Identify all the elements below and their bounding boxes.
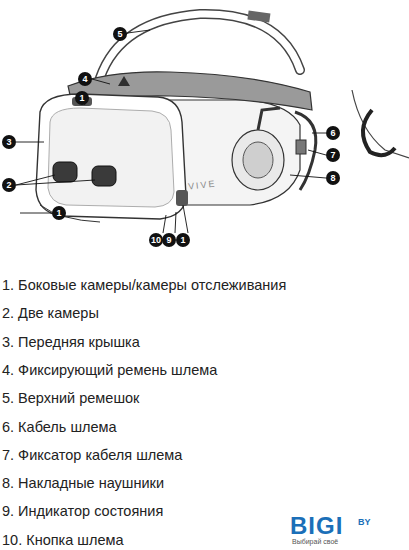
legend-item-text: 9. Индикатор состояния <box>2 502 163 520</box>
logo-tagline: Выбирай своё <box>292 538 338 545</box>
camera-left <box>53 162 77 182</box>
callout-number: 7 <box>326 148 340 162</box>
callout-number: 1 <box>176 233 190 247</box>
shell-edge <box>40 205 100 222</box>
cable-clip <box>296 140 306 154</box>
legend-item-text: 4. Фиксирующий ремень шлема <box>2 361 217 379</box>
legend-item-text: 2. Две камеры <box>2 304 99 322</box>
callout-number: 4 <box>78 72 92 86</box>
callout-number: 5 <box>113 27 127 41</box>
callout-number: 10 <box>149 233 163 247</box>
front-cover <box>48 108 174 207</box>
headphone <box>232 130 284 190</box>
inset-cable <box>363 110 395 155</box>
side-camera <box>176 190 188 206</box>
legend-item-text: 5. Верхний ремешок <box>2 389 139 407</box>
callout-number: 9 <box>162 233 176 247</box>
callout-number: 6 <box>326 126 340 140</box>
top-strap-fill <box>100 14 300 78</box>
front-shell <box>36 94 186 219</box>
logo-domain: BY <box>358 517 371 527</box>
headphone-arm <box>258 108 280 130</box>
legend-item-text: 1. Боковые камеры/камеры отслеживания <box>2 276 286 294</box>
strap-tag <box>247 11 270 23</box>
callout-number: 3 <box>2 135 16 149</box>
legend-item-text: 7. Фиксатор кабеля шлема <box>2 446 182 464</box>
headset-body <box>170 100 300 205</box>
top-strap <box>100 14 300 78</box>
legend-item-text: 8. Накладные наушники <box>2 474 164 492</box>
leader-lines <box>16 30 326 233</box>
logo-text: BIGI <box>290 512 343 540</box>
legend-item-text: 3. Передняя крышка <box>2 333 140 351</box>
callout-number: 1 <box>75 91 89 105</box>
camera-right <box>92 166 116 186</box>
headphone-inner <box>243 142 273 178</box>
inset-outline <box>352 90 409 158</box>
callout-number: 2 <box>2 178 16 192</box>
callout-number: 1 <box>52 206 66 220</box>
legend-item-text: 10. Кнопка шлема <box>2 531 124 549</box>
callout-number: 8 <box>326 171 340 185</box>
band-logo <box>118 76 130 86</box>
legend-item-text: 6. Кабель шлема <box>2 418 117 436</box>
